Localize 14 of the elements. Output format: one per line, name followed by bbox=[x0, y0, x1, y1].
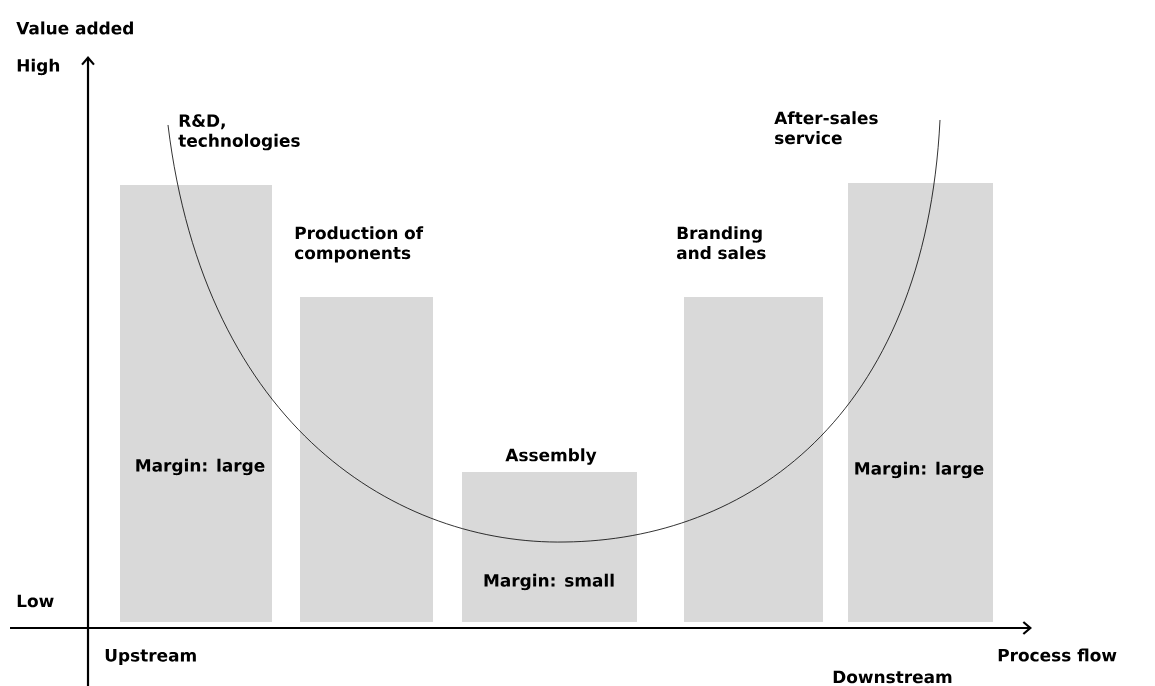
margin-label: Margin: large bbox=[136, 458, 265, 476]
axis-label: Upstream bbox=[105, 649, 196, 665]
axis-label: Low bbox=[17, 594, 54, 608]
margin-label: Margin: small bbox=[484, 573, 614, 591]
axis-label: Value added bbox=[16, 21, 133, 35]
bar-heading: R&D, technologies bbox=[178, 114, 300, 151]
axis-label: Downstream bbox=[833, 670, 952, 684]
bar-heading: Assembly bbox=[505, 448, 597, 465]
bar-heading: After-sales service bbox=[774, 111, 878, 145]
bar-heading: Production of components bbox=[294, 226, 424, 263]
bar-heading: Branding and sales bbox=[676, 226, 766, 260]
axis-label: High bbox=[17, 58, 60, 76]
margin-label: Margin: large bbox=[855, 461, 984, 479]
axis-label: Process flow bbox=[998, 648, 1117, 662]
